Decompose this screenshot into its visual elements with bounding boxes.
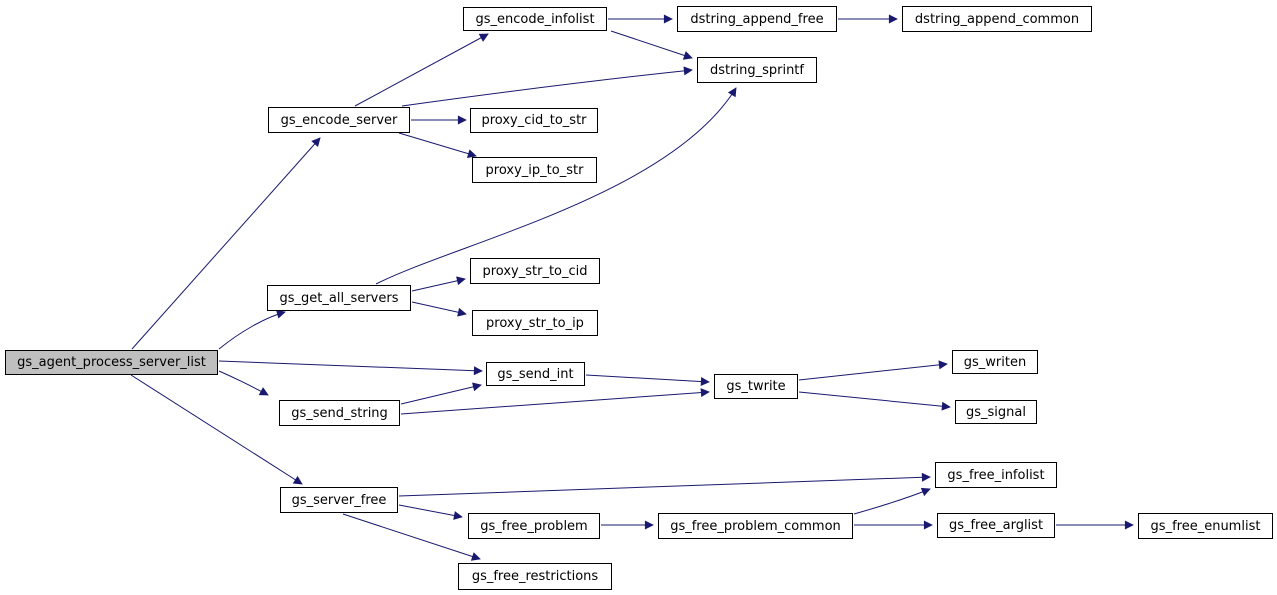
edge-gs-send-int-to-gs-twrite: [585, 374, 710, 387]
edge-gs-server-free-to-gs-free-problem: [398, 504, 463, 520]
edge-gs-free-problem-common-to-gs-free-infolist: [853, 487, 931, 515]
node-gs-free-arglist[interactable]: gs_free_arglist: [937, 513, 1055, 538]
edge-gs-twrite-to-gs-writen: [798, 360, 948, 381]
edge-agent-to-gs-send-int: [218, 360, 483, 376]
edge-gs-encode-server-to-dstring-sprintf: [401, 66, 693, 107]
node-dstring-append-free[interactable]: dstring_append_free: [677, 6, 837, 32]
edge-gs-encode-server-to-proxy-ip-to-str: [398, 132, 477, 158]
node-gs-free-problem-common[interactable]: gs_free_problem_common: [658, 513, 853, 539]
node-gs-send-int[interactable]: gs_send_int: [486, 362, 585, 386]
node-gs-free-infolist[interactable]: gs_free_infolist: [935, 462, 1057, 488]
node-gs-signal[interactable]: gs_signal: [955, 400, 1037, 424]
node-dstring-sprintf[interactable]: dstring_sprintf: [697, 57, 817, 83]
node-proxy-str-to-ip[interactable]: proxy_str_to_ip: [472, 310, 598, 336]
edge-gs-send-string-to-gs-twrite: [400, 388, 710, 415]
edge-gs-encode-server-to-gs-encode-infolist: [354, 33, 489, 107]
node-proxy-str-to-cid[interactable]: proxy_str_to_cid: [470, 258, 600, 284]
node-gs-get-all-servers[interactable]: gs_get_all_servers: [267, 285, 411, 311]
edge-gs-server-free-to-gs-free-infolist: [398, 472, 931, 497]
node-gs-free-enumlist[interactable]: gs_free_enumlist: [1138, 513, 1273, 539]
edge-agent-to-gs-server-free: [130, 374, 303, 485]
node-proxy-cid-to-str[interactable]: proxy_cid_to_str: [470, 108, 598, 133]
edge-agent-to-gs-encode-server: [131, 137, 321, 350]
node-gs-writen[interactable]: gs_writen: [952, 350, 1038, 374]
node-gs-server-free[interactable]: gs_server_free: [280, 487, 398, 513]
edge-gs-encode-infolist-to-dstring-sprintf: [610, 30, 693, 60]
node-gs-free-problem[interactable]: gs_free_problem: [468, 513, 600, 539]
edge-gs-server-free-to-gs-free-restrictions: [342, 513, 481, 561]
edge-gs-send-string-to-gs-send-int: [400, 382, 482, 405]
node-gs-send-string[interactable]: gs_send_string: [279, 400, 400, 426]
node-proxy-ip-to-str[interactable]: proxy_ip_to_str: [472, 157, 597, 183]
node-gs-twrite[interactable]: gs_twrite: [714, 374, 798, 399]
edge-agent-to-gs-get-all-servers: [218, 309, 286, 350]
node-gs-agent-process-server-list: gs_agent_process_server_list: [5, 350, 218, 375]
node-gs-encode-infolist[interactable]: gs_encode_infolist: [463, 7, 607, 31]
edge-gs-twrite-to-gs-signal: [798, 391, 951, 411]
node-gs-free-restrictions[interactable]: gs_free_restrictions: [458, 563, 612, 590]
node-dstring-append-common[interactable]: dstring_append_common: [902, 6, 1092, 32]
edge-gs-get-all-servers-to-proxy-str-to-ip: [411, 301, 467, 317]
node-gs-encode-server[interactable]: gs_encode_server: [268, 107, 410, 133]
edge-gs-get-all-servers-to-proxy-str-to-cid: [411, 276, 466, 292]
edge-agent-to-gs-send-string: [218, 370, 269, 396]
